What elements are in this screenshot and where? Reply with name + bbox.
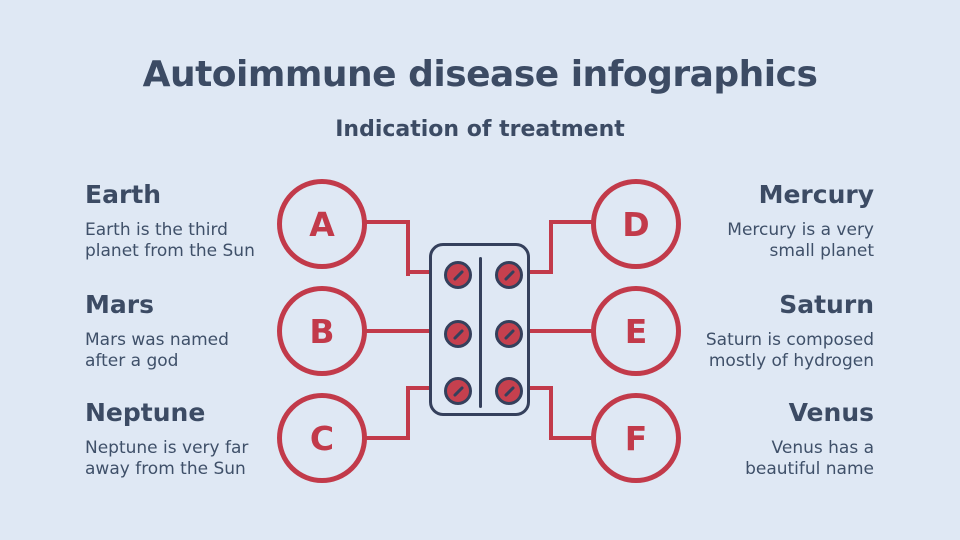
page-title: Autoimmune disease infographics <box>142 54 818 95</box>
item-block-mars: Mars Mars was named after a god <box>85 290 320 372</box>
pill-icon <box>444 261 472 289</box>
item-block-neptune: Neptune Neptune is very far away from th… <box>85 398 320 480</box>
item-description-saturn: Saturn is composed mostly of hydrogen <box>705 330 874 371</box>
item-title-earth: Earth <box>85 180 162 209</box>
item-block-venus: Venus Venus has a beautiful name <box>639 398 874 480</box>
item-title-mercury: Mercury <box>758 180 874 209</box>
node-circle-f: F <box>591 393 681 483</box>
pill-slash-icon <box>452 269 464 281</box>
connector-d-segment <box>549 220 595 224</box>
pill-slash-icon <box>452 328 464 340</box>
pill-slash-icon <box>503 385 515 397</box>
connector-c-segment <box>406 386 445 390</box>
node-letter-d: D <box>622 204 650 244</box>
pill-slash-icon <box>503 328 515 340</box>
node-circle-c: C <box>277 393 367 483</box>
item-title-saturn: Saturn <box>779 290 874 319</box>
page-subtitle: Indication of treatment <box>335 117 625 142</box>
node-letter-b: B <box>309 311 335 351</box>
item-description-mercury: Mercury is a very small planet <box>727 220 874 261</box>
connector-c-segment <box>363 436 410 440</box>
node-circle-d: D <box>591 179 681 269</box>
connector-c-segment <box>406 386 410 440</box>
node-circle-e: E <box>591 286 681 376</box>
node-letter-e: E <box>624 311 648 351</box>
item-description-neptune: Neptune is very far away from the Sun <box>85 438 249 479</box>
connector-f-segment <box>549 436 595 440</box>
item-block-earth: Earth Earth is the third planet from the… <box>85 180 320 262</box>
connector-d-segment <box>549 220 553 274</box>
item-description-venus: Venus has a beautiful name <box>745 438 874 479</box>
pill-icon <box>495 261 523 289</box>
item-description-earth: Earth is the third planet from the Sun <box>85 220 255 261</box>
pill-slash-icon <box>452 385 464 397</box>
node-letter-c: C <box>309 418 335 458</box>
item-block-mercury: Mercury Mercury is a very small planet <box>639 180 874 262</box>
item-title-neptune: Neptune <box>85 398 206 427</box>
pill-blister-pack <box>429 243 530 416</box>
pill-icon <box>495 320 523 348</box>
node-letter-f: F <box>624 418 648 458</box>
connector-b-segment <box>363 329 445 333</box>
connector-a-segment <box>363 220 410 224</box>
pill-icon <box>444 377 472 405</box>
pill-icon <box>495 377 523 405</box>
connector-d-segment <box>517 270 553 274</box>
node-letter-a: A <box>309 204 335 244</box>
connector-f-segment <box>517 386 553 390</box>
pill-slash-icon <box>503 269 515 281</box>
connector-a-segment <box>406 270 445 274</box>
connector-a-segment <box>406 220 410 276</box>
blister-divider-line <box>479 257 482 408</box>
pill-icon <box>444 320 472 348</box>
node-circle-a: A <box>277 179 367 269</box>
connector-f-segment <box>549 386 553 440</box>
item-description-mars: Mars was named after a god <box>85 330 229 371</box>
item-block-saturn: Saturn Saturn is composed mostly of hydr… <box>639 290 874 372</box>
node-circle-b: B <box>277 286 367 376</box>
item-title-venus: Venus <box>788 398 874 427</box>
item-title-mars: Mars <box>85 290 154 319</box>
connector-e-segment <box>517 329 595 333</box>
